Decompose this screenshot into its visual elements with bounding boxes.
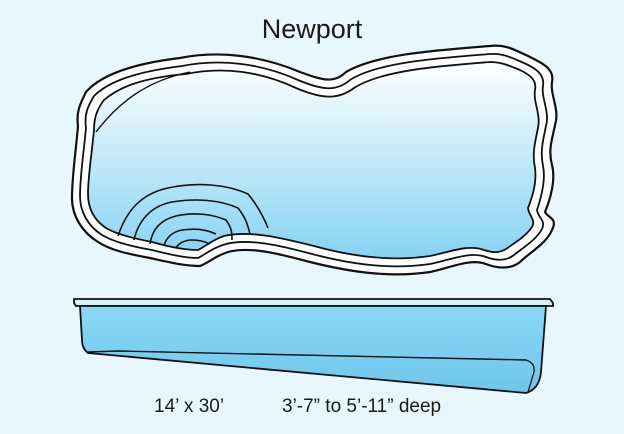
pool-model-title: Newport [261, 14, 363, 44]
pool-dimensions: 14’ x 30’ [154, 396, 225, 417]
pool-depth: 3’-7” to 5’-11” deep [282, 396, 442, 417]
profile-floor-line [87, 350, 527, 361]
step-5 [175, 239, 211, 249]
step-4 [163, 228, 217, 247]
water-surface [87, 61, 540, 260]
entry-ledge-line [95, 71, 191, 133]
step-1 [117, 183, 269, 237]
pool-top-view [70, 44, 558, 276]
entry-steps [117, 183, 269, 249]
profile-shell [79, 305, 547, 394]
step-2 [133, 199, 251, 241]
profile-lip [73, 298, 554, 307]
pool-side-view [73, 298, 554, 394]
profile-deep-end-line [525, 359, 535, 393]
step-3 [149, 213, 233, 245]
